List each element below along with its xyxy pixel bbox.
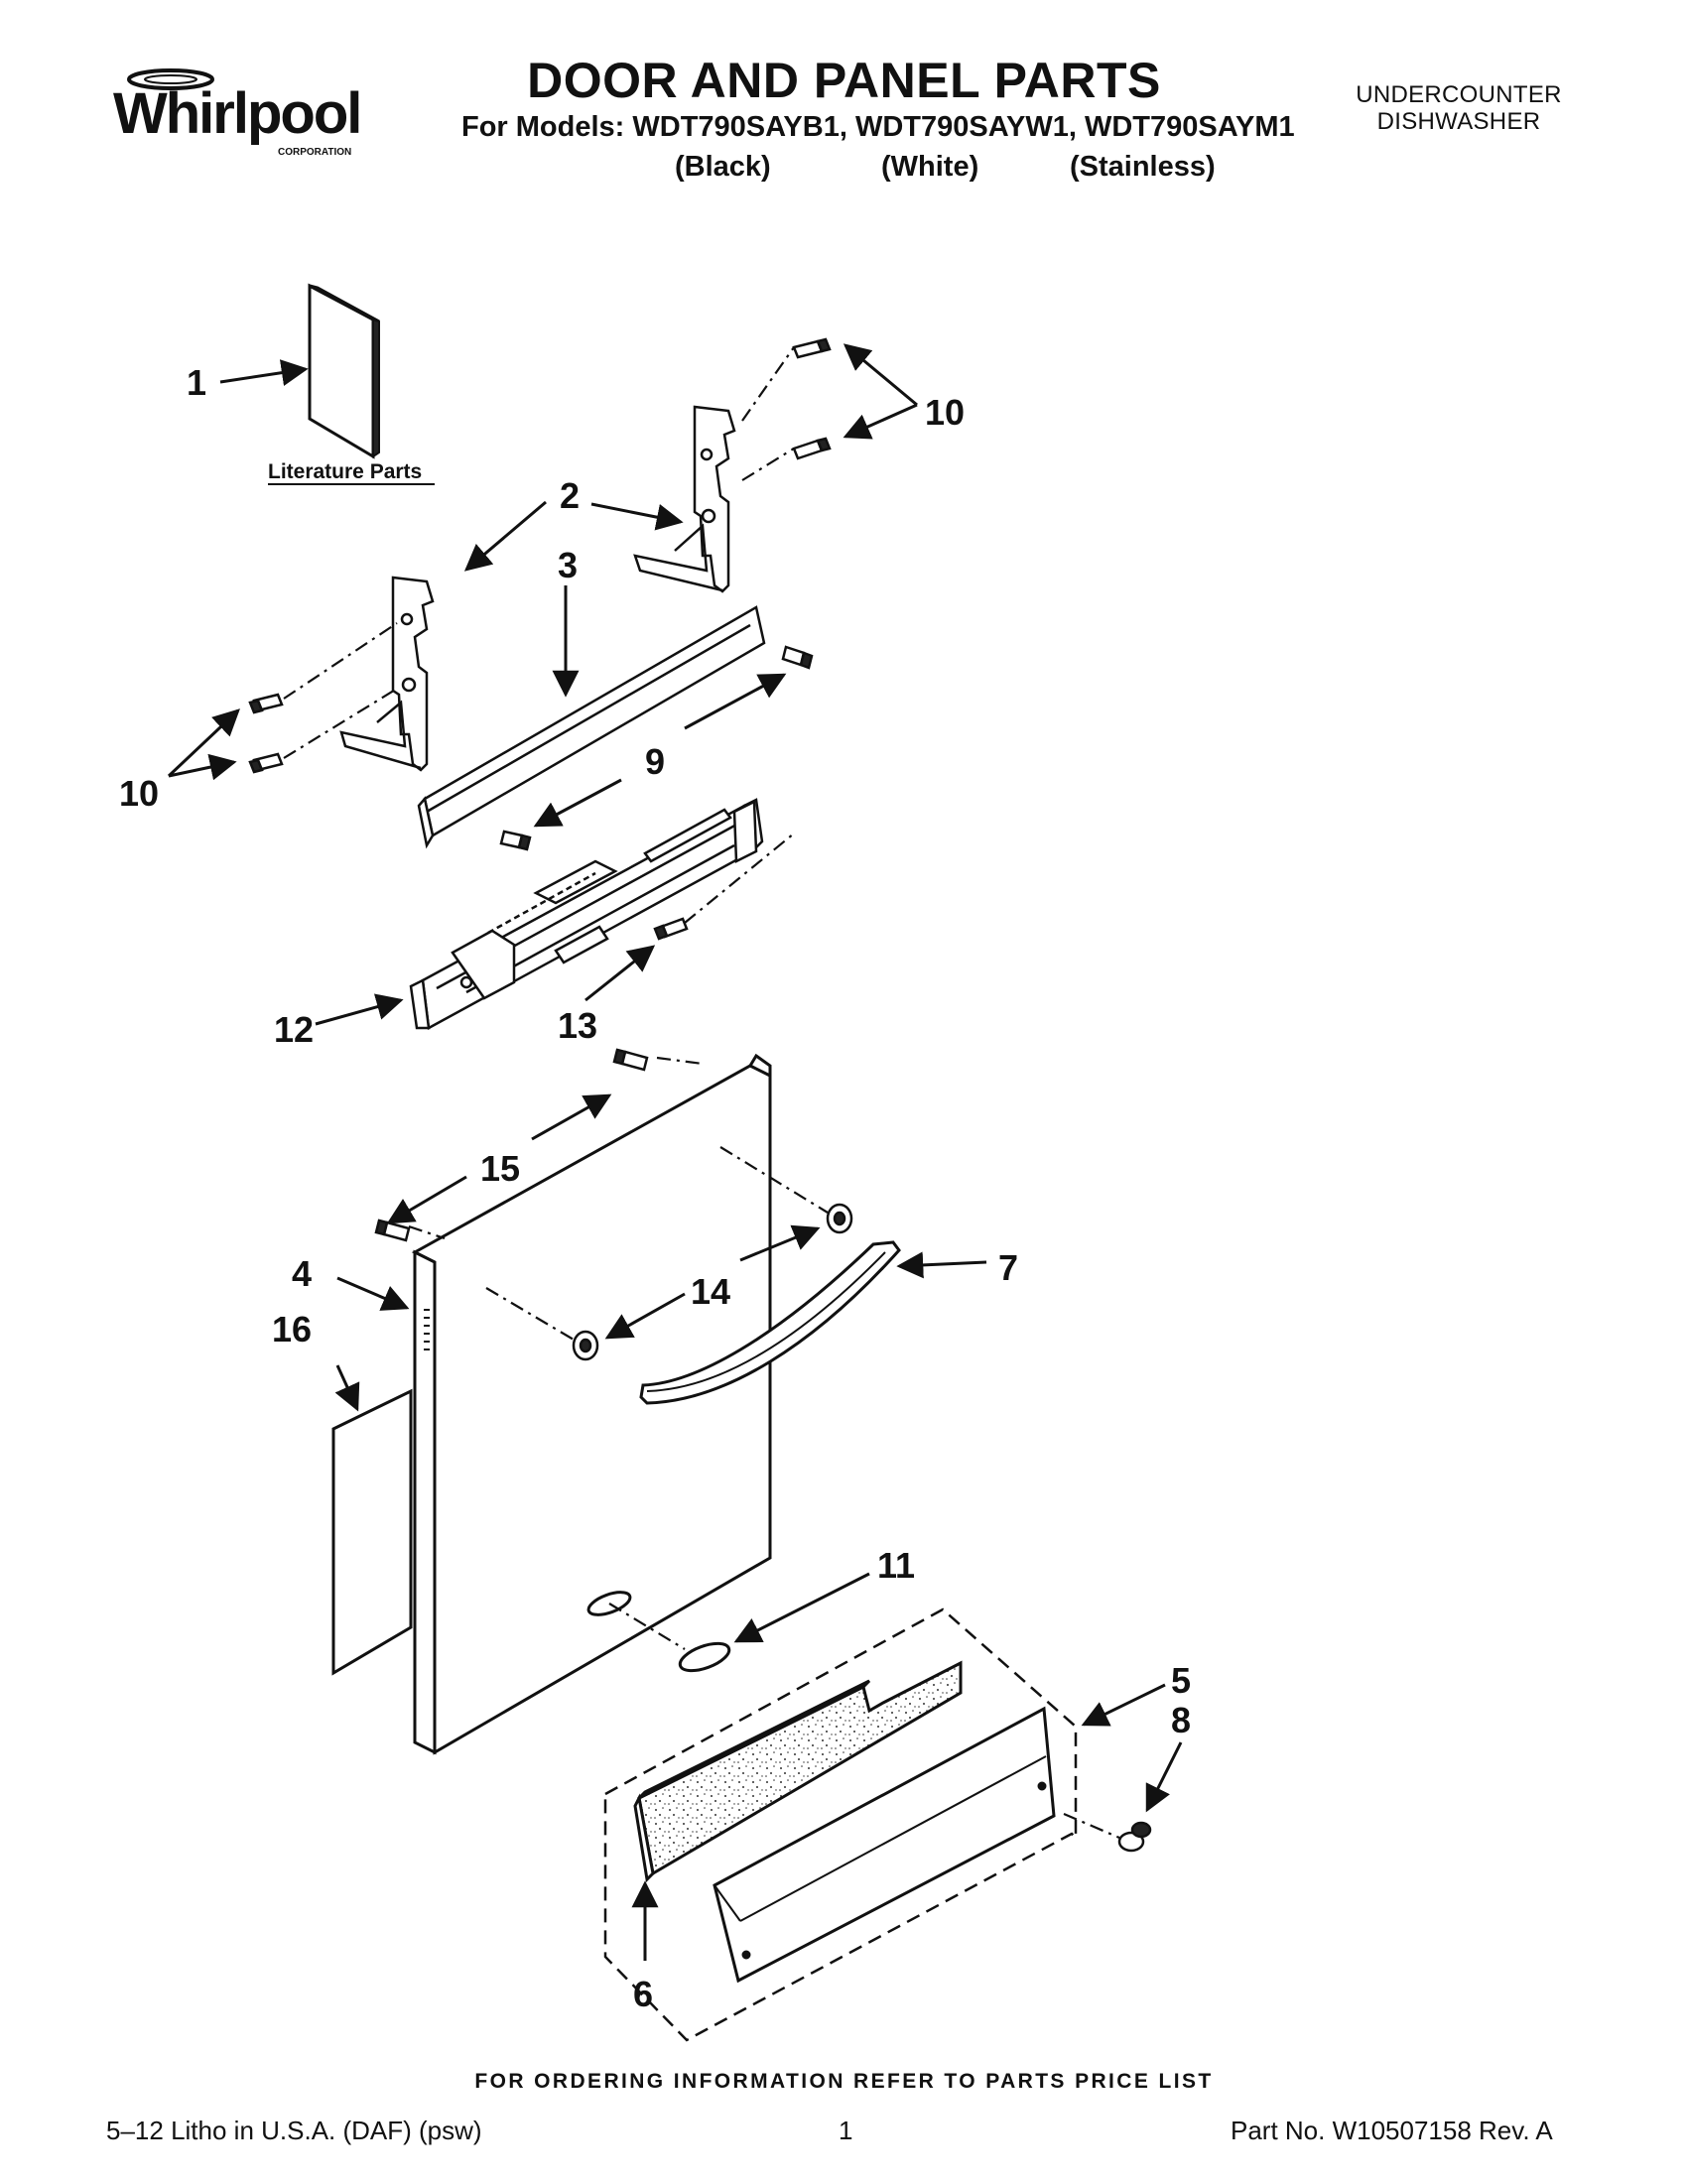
callout-1: 1	[187, 362, 206, 403]
screw-15-upper	[612, 1048, 649, 1072]
control-panel-assembly	[409, 798, 764, 1030]
appliance-type-line2: DISHWASHER	[1376, 108, 1541, 135]
callout-11: 11	[877, 1545, 915, 1586]
part-number: Part No. W10507158 Rev. A	[1231, 2116, 1553, 2145]
door-channel-top	[417, 605, 766, 849]
screw-10-upper-b	[792, 437, 832, 460]
page-title: DOOR AND PANEL PARTS	[527, 53, 1161, 108]
callout-9: 9	[645, 741, 665, 782]
hinge-bracket-left	[339, 576, 435, 772]
ordering-info-note: FOR ORDERING INFORMATION REFER TO PARTS …	[474, 2070, 1214, 2093]
outer-door-panel	[411, 1053, 772, 1755]
screw-9-left	[499, 830, 532, 851]
hinge-bracket-right	[633, 405, 736, 593]
callout-leaders	[167, 343, 1183, 1961]
models-line: For Models: WDT790SAYB1, WDT790SAYW1, WD…	[461, 111, 1295, 143]
handle-spacer-left	[572, 1330, 599, 1361]
assembly-lines	[283, 346, 1120, 1840]
insulation-sheet	[331, 1388, 413, 1676]
handle-spacer-right	[826, 1203, 853, 1234]
page-number: 1	[839, 2116, 853, 2145]
appliance-type-line1: UNDERCOUNTER	[1356, 81, 1562, 108]
variant-black: (Black)	[675, 151, 771, 183]
callout-7: 7	[998, 1247, 1018, 1288]
variant-white: (White)	[881, 151, 979, 183]
callout-12: 12	[274, 1009, 314, 1050]
literature-booklet: Literature Parts	[268, 283, 435, 485]
screw-10-upper-a	[792, 337, 832, 359]
kickplate-group-boundary	[603, 1607, 1078, 2042]
callout-15: 15	[480, 1148, 520, 1189]
callout-3: 3	[558, 545, 578, 585]
callout-2: 2	[560, 475, 580, 516]
callout-numbers: 1 2 3 4 5 6 7 8 9 10 10 11 12 13 14 15 1…	[119, 362, 1191, 2014]
screw-10-lower-a	[248, 693, 284, 714]
callout-4: 4	[292, 1253, 312, 1294]
door-handle	[639, 1240, 901, 1405]
screw-13	[653, 917, 689, 941]
foam-insulation-strip	[633, 1660, 963, 1883]
litho-info: 5‒12 Litho in U.S.A. (DAF) (psw)	[106, 2116, 482, 2145]
callout-14: 14	[691, 1271, 730, 1312]
whirlpool-logo: Whirlpool CORPORATION	[113, 68, 362, 158]
logo-wordmark: Whirlpool	[113, 81, 360, 146]
screw-8	[1117, 1821, 1152, 1853]
callout-10-lower: 10	[119, 773, 159, 814]
callout-5: 5	[1171, 1660, 1191, 1701]
callout-10-upper: 10	[925, 392, 965, 433]
callout-8: 8	[1171, 1700, 1191, 1740]
variant-stainless: (Stainless)	[1070, 151, 1216, 183]
callout-13: 13	[558, 1005, 597, 1046]
screw-15-lower	[374, 1219, 411, 1242]
panel-plug	[678, 1641, 731, 1673]
logo-subtext: CORPORATION	[278, 147, 351, 158]
literature-parts-label: Literature Parts	[268, 460, 422, 483]
callout-6: 6	[633, 1974, 653, 2014]
screw-9-right	[781, 645, 814, 670]
callout-16: 16	[272, 1309, 312, 1349]
kickplate	[713, 1706, 1056, 1984]
screw-10-lower-b	[248, 752, 284, 774]
